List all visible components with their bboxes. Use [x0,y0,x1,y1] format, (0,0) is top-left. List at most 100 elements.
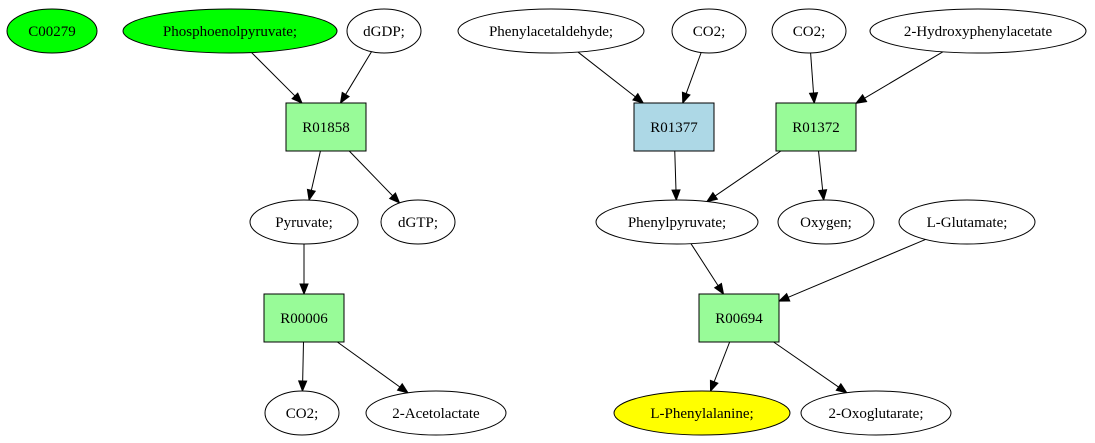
compound-node-phenylpyruvate[interactable]: Phenylpyruvate; [595,199,759,245]
edge-dgdp-to-R01858 [339,51,372,105]
reaction-box[interactable] [285,102,367,152]
compound-ellipse[interactable] [264,390,340,436]
node-label: Phenylpyruvate; [628,215,726,231]
reaction-box[interactable] [633,102,715,152]
arrowhead-icon [817,189,828,202]
compound-node-hydroxyphenylacetate[interactable]: 2-Hydroxyphenylacetate [869,8,1087,54]
arrowhead-icon [291,92,303,104]
arrowhead-icon [339,91,350,105]
reaction-node-R01377[interactable]: R01377 [633,102,715,152]
compound-ellipse[interactable] [249,199,359,245]
arrowhead-icon [671,189,681,202]
compound-node-co2_a[interactable]: CO2; [671,8,747,54]
edge-line [302,341,304,382]
edge-line [310,150,321,191]
edge-line [251,52,296,97]
arrowhead-icon [835,382,848,394]
compound-node-C00279[interactable]: C00279 [6,8,98,54]
reaction-node-R00694[interactable]: R00694 [698,293,780,343]
compound-node-co2_c[interactable]: CO2; [264,390,340,436]
compound-ellipse[interactable] [771,8,847,54]
node-label: L-Phenylalanine; [650,406,753,422]
edge-line [685,52,702,94]
node-label: dGDP; [363,24,405,40]
edge-line [337,341,401,388]
reaction-box[interactable] [263,293,345,343]
edge-R01372-to-oxygen [817,150,828,202]
compound-node-oxoglutarate[interactable]: 2-Oxoglutarate; [800,390,952,436]
reaction-node-R01372[interactable]: R01372 [775,102,857,152]
edge-R01858-to-pyruvate [306,150,321,202]
compound-node-acetolactate[interactable]: 2-Acetolactate [365,390,507,436]
compound-node-oxygen[interactable]: Oxygen; [777,199,875,245]
arrowhead-icon [632,92,645,104]
node-label: R01377 [650,120,698,136]
arrowhead-icon [297,380,308,393]
compound-ellipse[interactable] [380,199,456,245]
edge-line [345,51,372,95]
compound-node-dgdp[interactable]: dGDP; [346,8,422,54]
compound-node-lphenylalanine[interactable]: L-Phenylalanine; [613,390,791,436]
edge-line [714,150,782,197]
compound-node-lglutamate[interactable]: L-Glutamate; [898,199,1036,245]
compound-node-dgtp[interactable]: dGTP; [380,199,456,245]
edge-R00006-to-co2_c [297,341,308,393]
node-label: 2-Hydroxyphenylacetate [904,24,1053,40]
compound-ellipse[interactable] [671,8,747,54]
node-label: R00694 [715,311,763,327]
arrowhead-icon [713,282,725,296]
node-label: C00279 [28,24,76,40]
compound-ellipse[interactable] [122,8,338,54]
compound-ellipse[interactable] [457,8,645,54]
reaction-box[interactable] [775,102,857,152]
arrowhead-icon [299,283,309,296]
compound-ellipse[interactable] [800,390,952,436]
node-label: CO2; [693,24,726,40]
edge-co2_b-to-R01372 [808,52,819,105]
node-label: dGTP; [398,215,438,231]
compound-ellipse[interactable] [365,390,507,436]
reaction-node-R00006[interactable]: R00006 [263,293,345,343]
compound-ellipse[interactable] [613,390,791,436]
node-label: 2-Oxoglutarate; [829,406,924,422]
reaction-box[interactable] [698,293,780,343]
nodes-layer: C00279 Phosphoenolpyruvate; dGDP; Phenylace… [6,8,1087,436]
node-label: R00006 [280,311,328,327]
node-label: CO2; [793,24,826,40]
arrowhead-icon [709,379,719,393]
arrowhead-icon [388,192,401,204]
edge-pyruvate-to-R00006 [299,244,309,296]
compound-node-pyruvate[interactable]: Pyruvate; [249,199,359,245]
arrowhead-icon [705,191,719,203]
compound-ellipse[interactable] [346,8,422,54]
edge-line [348,150,393,197]
reaction-node-R01858[interactable]: R01858 [285,102,367,152]
edge-line [773,341,839,388]
compound-ellipse[interactable] [595,199,759,245]
arrowhead-icon [396,382,410,394]
compound-node-phenylacetaldehyde[interactable]: Phenylacetaldehyde; [457,8,645,54]
edge-phenylpyruvate-to-R00694 [690,243,725,296]
arrowhead-icon [777,292,791,302]
compound-node-phosphoenolpyruvate[interactable]: Phosphoenolpyruvate; [122,8,338,54]
edge-R01858-to-dgtp [348,150,401,204]
node-label: R01372 [792,120,840,136]
edge-line [810,52,815,94]
compound-node-co2_b[interactable]: CO2; [771,8,847,54]
node-label: Phosphoenolpyruvate; [163,24,297,40]
edge-R00694-to-oxoglutarate [773,341,848,394]
edge-line [788,238,926,298]
node-label: Phenylacetaldehyde; [489,24,613,40]
compound-ellipse[interactable] [777,199,875,245]
edge-line [674,150,677,191]
edge-line [690,243,719,286]
compound-ellipse[interactable] [869,8,1087,54]
edge-hydroxyphenylacetate-to-R01372 [854,51,944,104]
node-label: Pyruvate; [275,215,333,231]
node-label: L-Glutamate; [927,215,1008,231]
edge-line [577,51,636,98]
edge-R00694-to-lphenylalanine [709,341,731,393]
compound-ellipse[interactable] [6,8,98,54]
compound-ellipse[interactable] [898,199,1036,245]
